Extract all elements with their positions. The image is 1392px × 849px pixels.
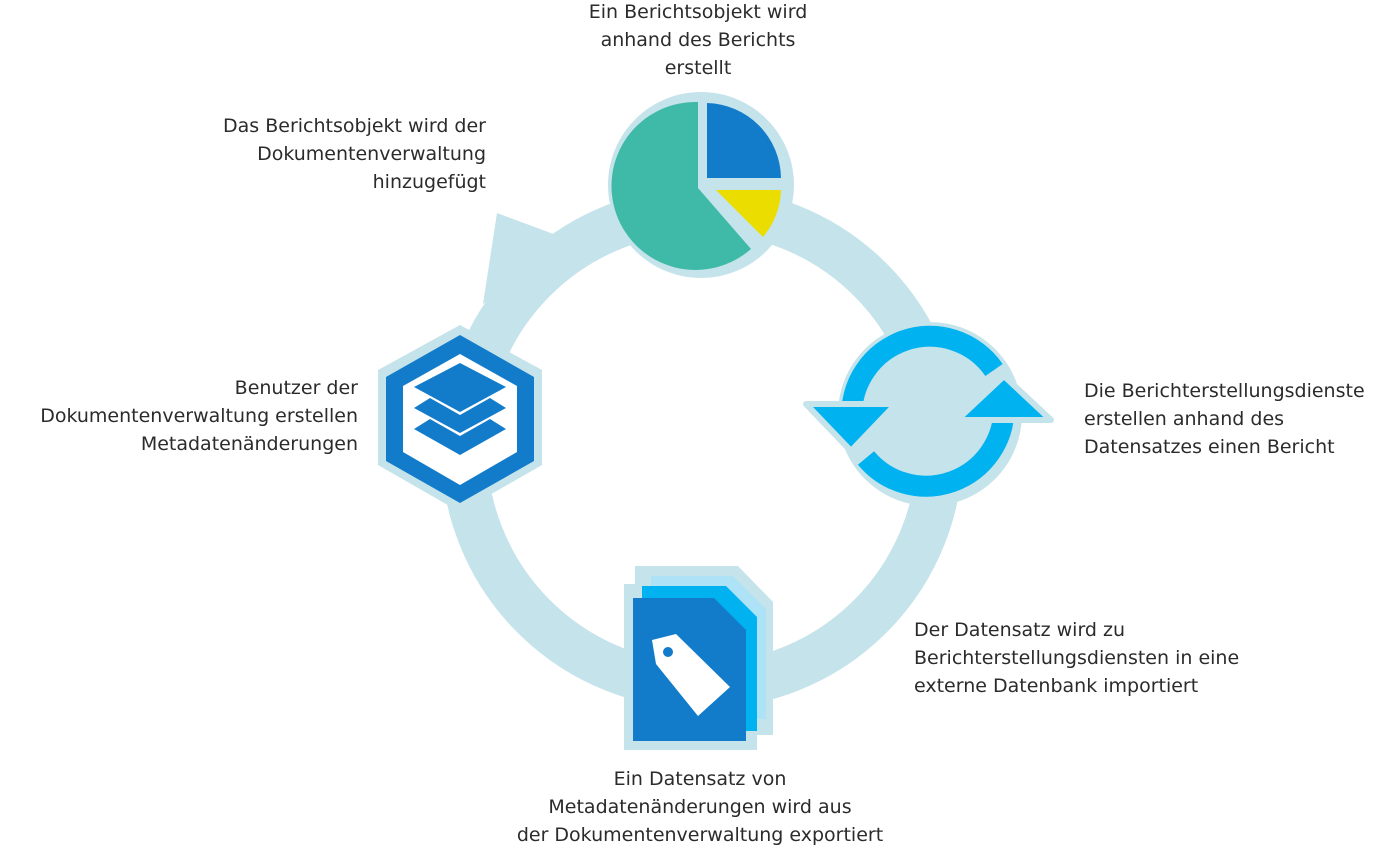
step-label-reporting-services-create-report: Die Berichterstellungsdienste erstellen … — [1084, 377, 1392, 461]
label-line: Die Berichterstellungsdienste — [1084, 380, 1365, 402]
label-line: Metadatenänderungen wird aus — [548, 796, 852, 818]
label-line: anhand des Berichts — [600, 29, 796, 51]
layered-hexagon-icon — [378, 325, 542, 512]
label-line: Benutzer der — [234, 377, 358, 399]
label-line: externe Datenbank importiert — [914, 675, 1199, 697]
label-line: der Dokumentenverwaltung exportiert — [516, 824, 884, 846]
label-line: Datensatzes einen Bericht — [1084, 436, 1335, 458]
cycle-arrow-icon — [483, 213, 575, 304]
label-line: Ein Berichtsobjekt wird — [588, 1, 808, 23]
pie-slice-teal — [611, 101, 751, 270]
label-line: Berichterstellungsdiensten in eine — [914, 647, 1240, 669]
step-label-report-object-created: Ein Berichtsobjekt wird anhand des Beric… — [518, 0, 878, 82]
label-line: Der Datensatz wird zu — [914, 619, 1126, 641]
label-line: erstellt — [664, 57, 732, 79]
tagged-documents-icon — [624, 566, 773, 750]
label-line: Dokumentenverwaltung erstellen — [40, 405, 358, 427]
step-label-added-to-document-management: Das Berichtsobjekt wird der Dokumentenve… — [110, 112, 486, 196]
label-line: erstellen anhand des — [1084, 408, 1285, 430]
refresh-cycle-icon — [803, 322, 1054, 506]
pie-slice-blue — [707, 103, 781, 178]
label-line: Ein Datensatz von — [613, 768, 787, 790]
pie-slice-yellow — [716, 190, 781, 237]
step-label-dataset-exported: Ein Datensatz von Metadatenänderungen wi… — [470, 765, 930, 849]
label-line: hinzugefügt — [372, 171, 486, 193]
step-label-users-create-metadata-changes: Benutzer der Dokumentenverwaltung erstel… — [0, 374, 358, 458]
ring-gap-mask — [560, 196, 590, 215]
label-line: Das Berichtsobjekt wird der — [223, 115, 486, 137]
label-line: Dokumentenverwaltung — [257, 143, 486, 165]
label-line: Metadatenänderungen — [140, 433, 358, 455]
pie-chart-icon — [608, 92, 794, 278]
step-label-dataset-imported: Der Datensatz wird zu Berichterstellungs… — [914, 616, 1294, 700]
